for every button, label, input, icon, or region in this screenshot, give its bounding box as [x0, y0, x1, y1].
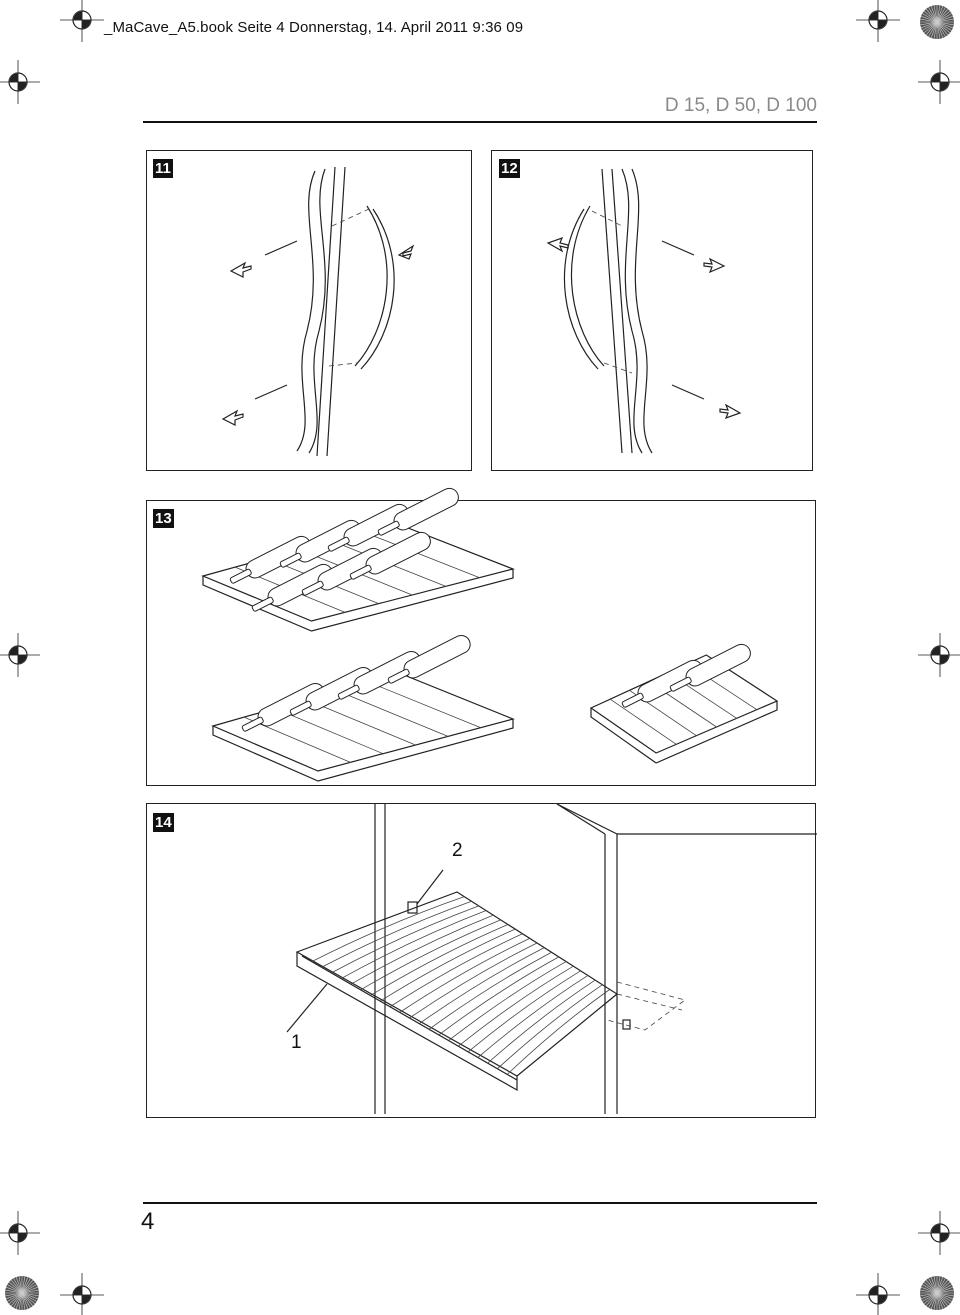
- crosshair-mark: [918, 60, 960, 104]
- callout-2: 2: [452, 840, 463, 861]
- starburst-mark: [920, 5, 954, 39]
- crosshair-mark: [856, 0, 900, 42]
- figure-14-number: 14: [153, 813, 174, 832]
- figure-11-number: 11: [153, 159, 173, 178]
- crosshair-mark: [918, 633, 960, 677]
- model-title: D 15, D 50, D 100: [664, 95, 817, 116]
- pull-out-shelf-illustration: [286, 803, 817, 1114]
- crosshair-mark: [0, 60, 40, 104]
- door-handle-mounting-illustration: [546, 168, 742, 454]
- figure-13-number: 13: [153, 509, 174, 528]
- starburst-mark: [920, 1276, 954, 1310]
- footer-rule: [143, 1202, 817, 1204]
- crosshair-mark: [0, 633, 40, 677]
- crosshair-mark: [60, 1273, 104, 1315]
- bottle-shelf-loading-illustration: [201, 487, 779, 782]
- figure-14-panel: 14 2 1: [146, 803, 817, 1118]
- crosshair-mark: [856, 1273, 900, 1315]
- crosshair-mark: [918, 1211, 960, 1255]
- crosshair-mark: [60, 0, 104, 42]
- figure-12-panel: 12: [491, 150, 813, 471]
- header-rule: [143, 121, 817, 123]
- slug-line: _MaCave_A5.book Seite 4 Donnerstag, 14. …: [104, 19, 524, 36]
- figure-11-panel: 11: [146, 150, 472, 471]
- door-handle-removal-illustration: [221, 166, 415, 457]
- starburst-mark: [5, 1276, 39, 1310]
- figure-12-number: 12: [499, 159, 520, 178]
- page-number: 4: [141, 1208, 155, 1235]
- figure-13-panel: 13: [146, 487, 816, 786]
- crosshair-mark: [0, 1211, 40, 1255]
- callout-1: 1: [291, 1032, 302, 1053]
